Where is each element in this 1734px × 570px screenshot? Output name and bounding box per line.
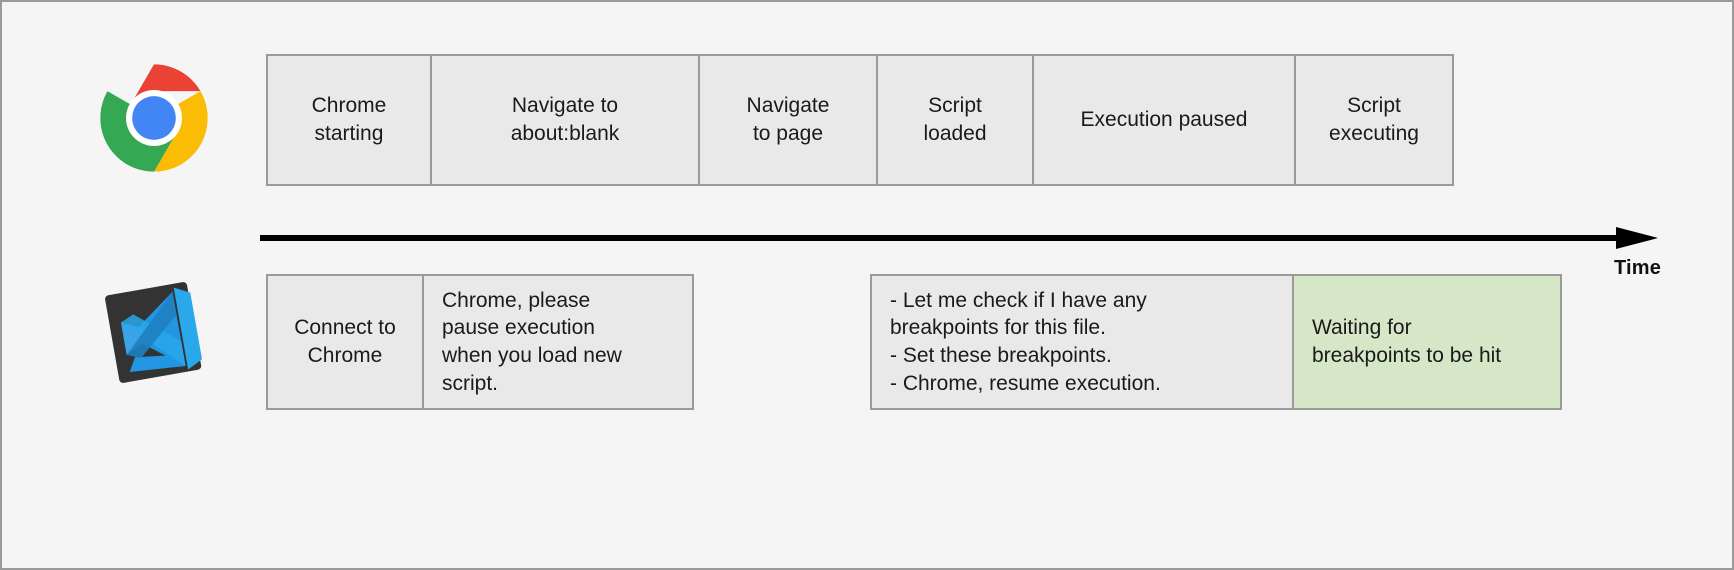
- timeline-arrowhead-icon: [1616, 227, 1658, 249]
- chrome-box-script-executing[interactable]: Script executing: [1294, 54, 1454, 186]
- chrome-box-execution-paused[interactable]: Execution paused: [1032, 54, 1296, 186]
- vscode-box-pause-request[interactable]: Chrome, please pause execution when you …: [422, 274, 694, 410]
- chrome-box-navigate-to-page[interactable]: Navigate to page: [698, 54, 878, 186]
- vscode-box-breakpoint-actions[interactable]: - Let me check if I have any breakpoints…: [870, 274, 1294, 410]
- timeline-axis-label: Time: [1614, 257, 1662, 279]
- chrome-box-script-loaded[interactable]: Script loaded: [876, 54, 1034, 186]
- timeline-arrow: [260, 227, 1658, 249]
- vscode-logo-icon: [98, 274, 214, 390]
- chrome-box-chrome-starting[interactable]: Chrome starting: [266, 54, 432, 186]
- vscode-box-waiting-breakpoints[interactable]: Waiting for breakpoints to be hit: [1292, 274, 1562, 410]
- timeline-line: [260, 235, 1620, 241]
- chrome-box-navigate-about-blank[interactable]: Navigate to about:blank: [430, 54, 700, 186]
- vscode-box-connect-to-chrome[interactable]: Connect to Chrome: [266, 274, 424, 410]
- chrome-logo-icon: [98, 62, 210, 174]
